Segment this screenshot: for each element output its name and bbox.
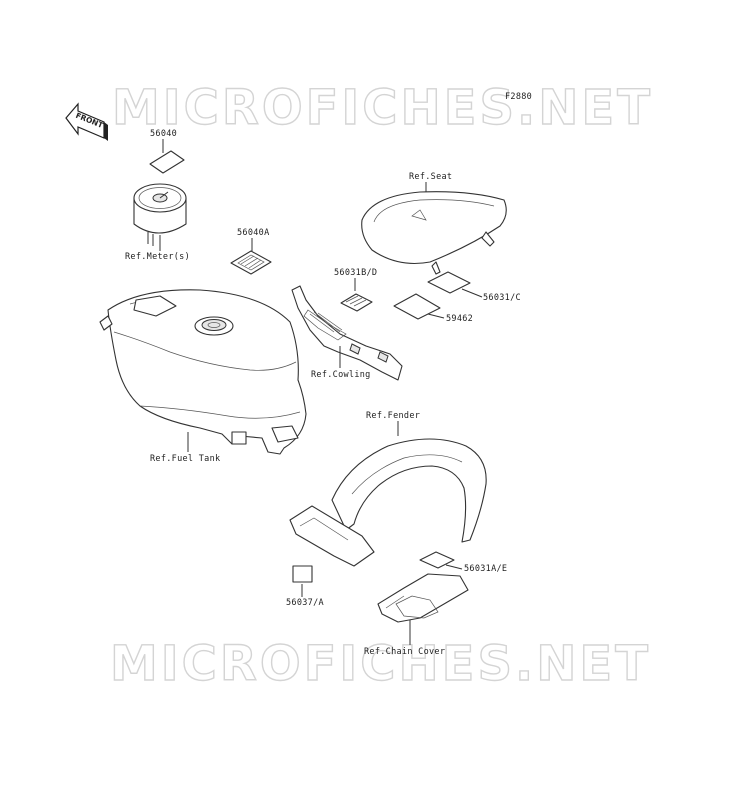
label-56031ae: 56031A/E — [464, 564, 507, 574]
decal-56040a — [230, 250, 272, 275]
cowling-part — [291, 285, 403, 381]
label-56040a: 56040A — [237, 228, 270, 238]
label-56031bd: 56031B/D — [334, 268, 377, 278]
leader-56031ae — [445, 564, 463, 570]
decal-59462 — [393, 293, 441, 320]
meter-part — [133, 183, 187, 246]
chain-cover-part — [377, 573, 469, 623]
leader-56031c — [461, 288, 483, 298]
label-meter: Ref.Meter(s) — [125, 252, 190, 262]
watermark-top: MICROFICHES.NET — [112, 80, 653, 136]
label-fuel-tank: Ref.Fuel Tank — [150, 454, 220, 464]
leader-59462 — [427, 313, 445, 319]
label-56040: 56040 — [150, 129, 177, 139]
decal-56031bd — [340, 293, 373, 312]
label-cowling: Ref.Cowling — [311, 370, 371, 380]
figure-code: F2880 — [505, 92, 532, 102]
label-seat: Ref.Seat — [409, 172, 452, 182]
front-arrow-icon: FRONT — [65, 102, 108, 141]
decal-56031ae — [419, 551, 455, 569]
label-59462: 59462 — [446, 314, 473, 324]
seat-part — [361, 191, 507, 275]
fender-part — [289, 438, 487, 567]
label-56031c: 56031/C — [483, 293, 521, 303]
label-56037a: 56037/A — [286, 598, 324, 608]
decal-56037a — [292, 565, 313, 583]
label-fender: Ref.Fender — [366, 411, 420, 421]
watermark-bottom: MICROFICHES.NET — [110, 636, 651, 692]
fuel-tank-part — [99, 289, 307, 455]
decal-56040 — [149, 150, 185, 174]
decal-56031c — [427, 271, 471, 294]
label-chain-cover: Ref.Chain Cover — [364, 647, 445, 657]
